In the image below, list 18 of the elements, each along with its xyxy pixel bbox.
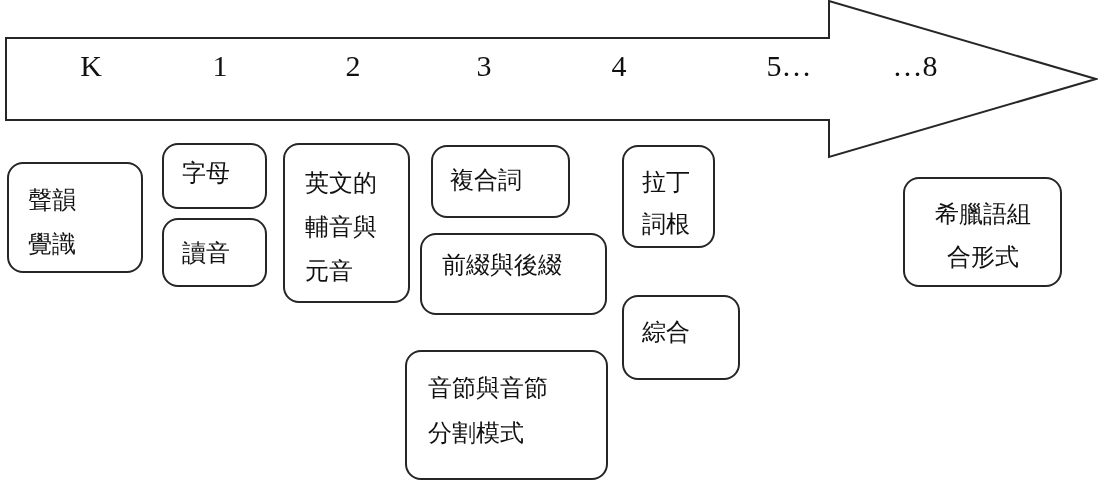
grade-label: K xyxy=(80,50,102,82)
rounded-box: 拉丁詞根 xyxy=(622,145,715,248)
grade-label: …8 xyxy=(892,50,938,82)
grade-label: 4 xyxy=(611,50,627,82)
rounded-box: 前綴與後綴 xyxy=(420,233,607,315)
rounded-box: 字母 xyxy=(162,143,267,209)
grade-label: 3 xyxy=(476,50,492,82)
rounded-box: 複合詞 xyxy=(431,145,570,218)
rounded-box: 希臘語組合形式 xyxy=(903,177,1062,287)
rounded-box: 音節與音節分割模式 xyxy=(405,350,608,480)
grade-label: 2 xyxy=(345,50,361,82)
rounded-box: 聲韻覺識 xyxy=(7,162,143,273)
block-arrow xyxy=(5,0,1098,159)
rounded-box: 英文的輔音與元音 xyxy=(283,143,410,303)
grade-label: 1 xyxy=(212,50,228,82)
rounded-box: 綜合 xyxy=(622,295,740,380)
rounded-box: 讀音 xyxy=(162,218,267,287)
grade-label: 5… xyxy=(766,50,812,82)
